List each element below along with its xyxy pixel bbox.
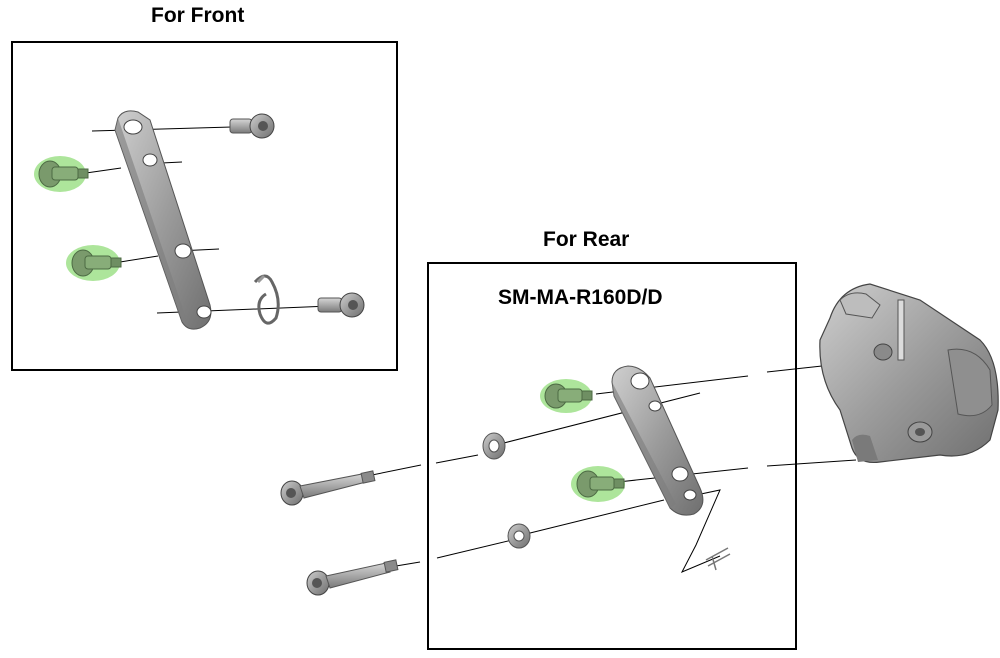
front-fixing-bolt-top [229, 113, 275, 139]
front-title: For Front [151, 4, 245, 27]
front-fixing-bolt-bottom [317, 292, 365, 318]
front-adapter-plate [114, 110, 212, 330]
rear-fixing-bolt-2 [306, 559, 399, 596]
rear-model-label: SM-MA-R160D/D [498, 286, 663, 309]
front-assembly [34, 110, 365, 330]
front-leader-lines [85, 126, 331, 314]
front-mount-bolt-1 [34, 156, 89, 192]
rear-mount-bolt-2 [571, 466, 625, 502]
rear-snap-spring [705, 547, 731, 571]
rear-adapter-plate [611, 365, 704, 516]
rear-washer-2 [507, 523, 531, 549]
rear-assembly [280, 283, 999, 596]
rear-kit-box [427, 262, 797, 650]
front-snap-spring [253, 274, 280, 325]
front-kit-box [11, 41, 398, 371]
rear-fixing-bolt-1 [280, 470, 376, 506]
rear-washer-1 [482, 432, 506, 460]
rear-mount-bolt-1 [540, 379, 593, 413]
rear-title: For Rear [543, 228, 630, 251]
brake-caliper [819, 283, 999, 464]
front-mount-bolt-2 [66, 245, 122, 281]
rear-leader-lines [371, 365, 857, 573]
